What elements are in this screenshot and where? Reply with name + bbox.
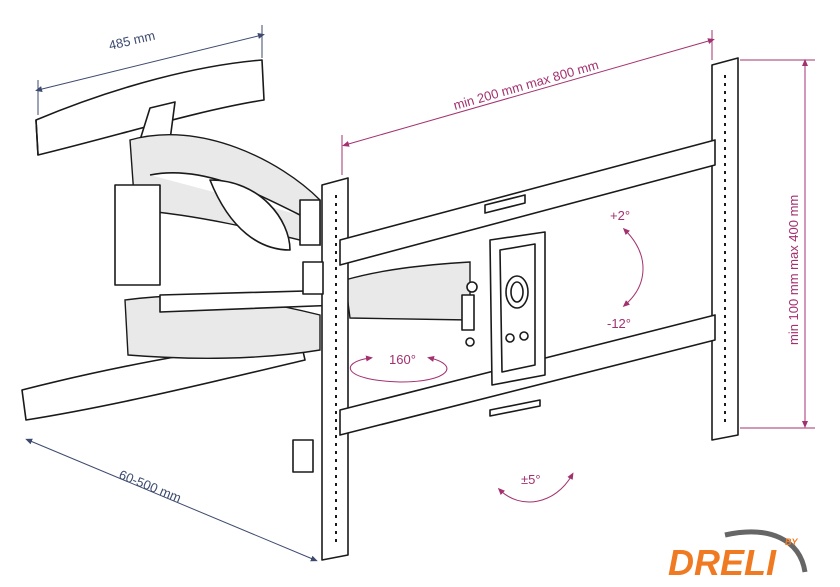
label-vertical: min 100 mm max 400 mm	[786, 195, 801, 345]
right-vertical-rail	[711, 57, 739, 441]
label-tilt-up: +2°	[610, 208, 630, 223]
dimension-extension-line	[25, 438, 318, 562]
swing-arms	[114, 134, 471, 359]
center-bracket	[461, 231, 546, 386]
label-horizontal: min 200 mm max 800 mm	[452, 57, 601, 113]
rotation-arrow	[497, 472, 574, 503]
label-rotation: ±5°	[521, 472, 541, 487]
dimension-horizontal-line	[342, 38, 715, 147]
label-swivel: 160°	[389, 352, 416, 367]
dreli-logo: DRELI BY	[668, 529, 808, 583]
swivel-arrow	[350, 355, 448, 383]
label-extension: 60-500 mm	[117, 467, 184, 506]
logo-text: DRELI	[668, 542, 777, 583]
dimension-485-line	[35, 33, 265, 92]
label-tilt-down: -12°	[607, 316, 631, 331]
tilt-arrow	[622, 227, 644, 307]
logo-by: BY	[785, 537, 798, 547]
label-485: 485 mm	[107, 28, 156, 53]
